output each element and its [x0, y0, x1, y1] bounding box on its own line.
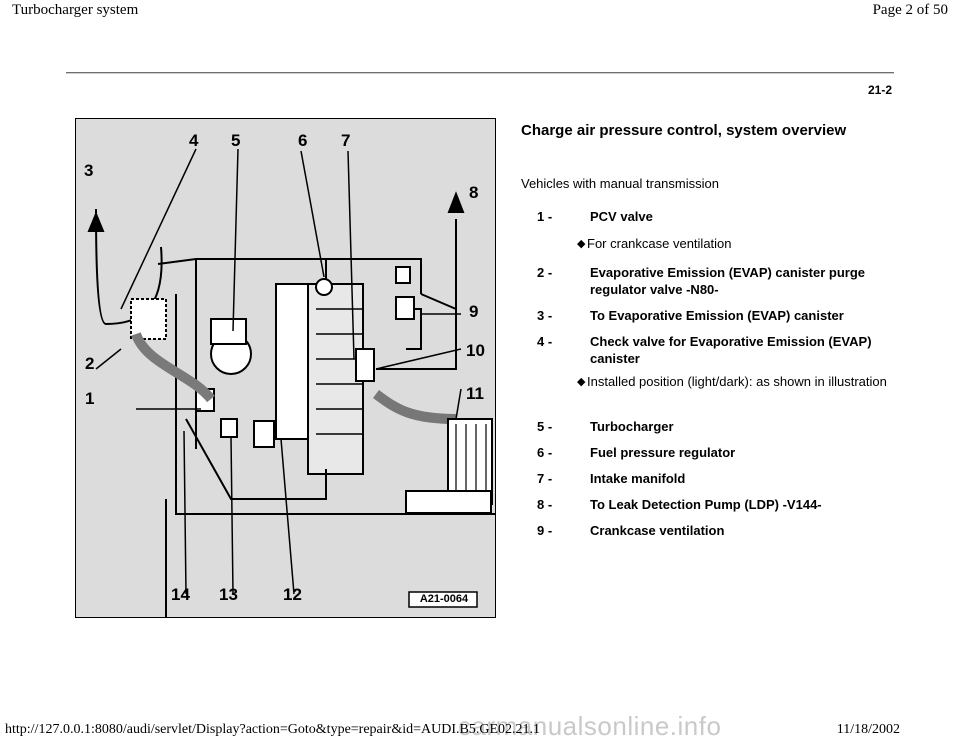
system-diagram: 3 4 5 6 7 8 9 10 11 2 1 14 13 12 A21-006…: [75, 118, 496, 618]
callout-2: 2: [85, 354, 95, 373]
diamond-bullet-icon: ◆: [577, 376, 586, 388]
item-number: 8 -: [537, 497, 553, 512]
item-text: To Leak Detection Pump (LDP) -V144-: [590, 497, 822, 512]
list-item: 1 - PCV valve: [537, 208, 653, 225]
callout-7: 7: [341, 131, 351, 150]
item-text: Turbocharger: [590, 419, 674, 434]
list-item: 6 - Fuel pressure regulator: [537, 444, 735, 461]
item-text: Check valve for Evaporative Emission (EV…: [590, 334, 872, 366]
section-subtitle: Vehicles with manual transmission: [521, 176, 719, 191]
list-item: 4 - Check valve for Evaporative Emission…: [537, 333, 872, 366]
callout-6: 6: [298, 131, 308, 150]
callout-14: 14: [171, 585, 190, 604]
footer-url[interactable]: http://127.0.0.1:8080/audi/servlet/Displ…: [5, 722, 540, 737]
item-number: 3 -: [537, 308, 553, 323]
callout-1: 1: [85, 389, 95, 408]
callout-4: 4: [189, 131, 199, 150]
list-item: 7 - Intake manifold: [537, 470, 685, 487]
callout-13: 13: [219, 585, 238, 604]
list-item: 2 - Evaporative Emission (EVAP) canister…: [537, 264, 865, 297]
callout-3: 3: [84, 161, 94, 180]
item-number: 5 -: [537, 419, 553, 434]
section-page-number: 21-2: [867, 83, 892, 97]
figure-code: A21-0064: [419, 593, 469, 605]
callout-10: 10: [466, 341, 485, 360]
item-number: 4 -: [537, 334, 553, 349]
callout-9: 9: [469, 302, 479, 321]
section-title: Charge air pressure control, system over…: [521, 122, 847, 139]
item-text: To Evaporative Emission (EVAP) canister: [590, 308, 844, 323]
callout-12: 12: [283, 585, 302, 604]
item-number: 6 -: [537, 445, 553, 460]
list-item: 8 - To Leak Detection Pump (LDP) -V144-: [537, 496, 822, 513]
document-title: Turbocharger system: [12, 2, 139, 18]
item-text: PCV valve: [590, 209, 653, 224]
item-number: 1 -: [537, 209, 553, 224]
item-note: ◆ Installed position (light/dark): as sh…: [577, 374, 887, 390]
note-text: Installed position (light/dark): as show…: [587, 374, 887, 389]
callout-5: 5: [231, 131, 241, 150]
item-number: 2 -: [537, 265, 553, 280]
item-text: Evaporative Emission (EVAP) canister pur…: [590, 265, 866, 297]
item-number: 7 -: [537, 471, 553, 486]
item-note: ◆ For crankcase ventilation: [577, 236, 887, 252]
watermark: carmanualsonline.info: [458, 711, 722, 741]
header-divider: [66, 72, 894, 74]
callout-8: 8: [469, 183, 479, 202]
page-counter: Page 2 of 50: [872, 2, 948, 18]
item-number: 9 -: [537, 523, 553, 538]
item-text: Intake manifold: [590, 471, 686, 486]
callout-11: 11: [466, 384, 484, 403]
item-text: Fuel pressure regulator: [590, 445, 736, 460]
note-text: For crankcase ventilation: [587, 236, 732, 251]
item-text: Crankcase ventilation: [590, 523, 725, 538]
diamond-bullet-icon: ◆: [577, 238, 586, 250]
list-item: 5 - Turbocharger: [537, 418, 674, 435]
list-item: 9 - Crankcase ventilation: [537, 522, 724, 539]
list-item: 3 - To Evaporative Emission (EVAP) canis…: [537, 307, 844, 324]
footer-date: 11/18/2002: [836, 722, 900, 737]
